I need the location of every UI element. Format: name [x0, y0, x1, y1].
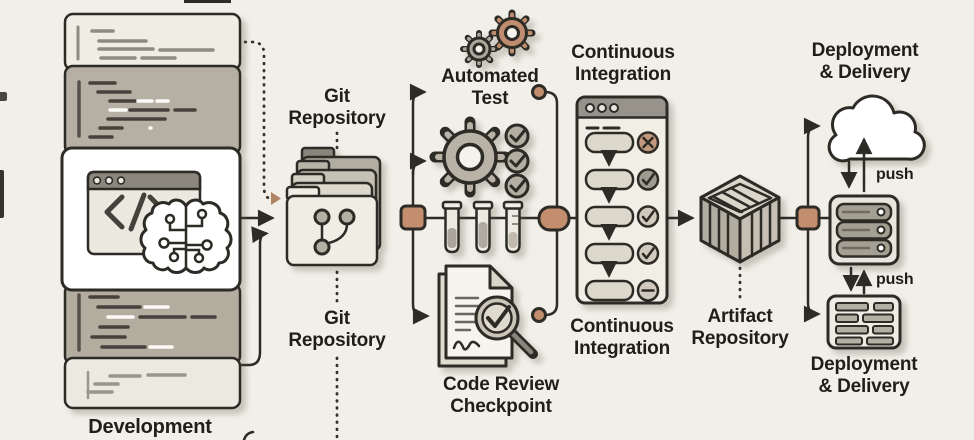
automated-test-label: Automated Test	[441, 66, 539, 109]
git-repository-bottom-label: Git Repository	[288, 308, 386, 351]
test-tube-2	[472, 200, 494, 254]
code-lines-card1	[76, 25, 215, 61]
deployment-delivery-top-label: Deployment & Delivery	[811, 40, 919, 83]
connector-node-square-1	[399, 204, 427, 231]
cloud-icon	[827, 94, 926, 163]
test-tube-icons	[441, 200, 524, 254]
push-cloud-label: push	[876, 166, 914, 183]
signature-squiggle	[452, 340, 481, 351]
dev-to-git-connectors	[236, 40, 281, 367]
automated-test-icons	[429, 116, 530, 199]
push-monitor-label: push	[876, 271, 914, 288]
gear-icon-gray-top	[460, 30, 498, 68]
check-circle-icons	[504, 123, 530, 199]
test-tube-1	[441, 200, 463, 254]
gear-icon-tan-top	[488, 9, 536, 57]
gear-icon-large	[429, 116, 511, 198]
connector-node-square-2	[795, 205, 821, 231]
development-stack	[60, 12, 242, 410]
git-branch-icon	[313, 208, 356, 256]
connector-node-dot-bottom	[531, 307, 547, 323]
code-review-checkpoint-label: Code Review Checkpoint	[442, 374, 560, 417]
pipeline-window-icon	[575, 95, 669, 305]
artifact-repository-label: Artifact Repository	[691, 306, 789, 349]
junction-branches-2	[531, 84, 579, 323]
code-lines-card5	[86, 370, 187, 400]
server-rack-icon	[828, 194, 900, 266]
git-folder-stack-icon	[285, 146, 382, 267]
status-passed-icon	[636, 168, 660, 191]
junction-branches-3	[777, 117, 831, 323]
connector-node-dot-top	[531, 84, 547, 100]
edge-fragments	[0, 0, 255, 440]
crate-icon	[699, 174, 781, 264]
ai-brain-icon	[139, 198, 233, 274]
monitor-push-arrows	[842, 266, 873, 295]
continuous-integration-bottom-label: Continuous Integration	[570, 316, 674, 359]
code-lines-card4	[77, 293, 217, 352]
gears-top	[460, 9, 536, 68]
junction-branches-1	[399, 83, 541, 325]
status-passed-icon	[636, 205, 660, 228]
code-review-icons	[437, 264, 538, 368]
connector-node-pill	[537, 205, 571, 232]
magnifier-check-icon	[474, 295, 538, 359]
dashboard-icon	[826, 294, 902, 350]
continuous-integration-top-label: Continuous Integration	[571, 42, 675, 85]
cloud-push-arrows	[840, 137, 873, 193]
development-label: Development	[88, 416, 212, 438]
deployment-delivery-bottom-label: Deployment & Delivery	[810, 354, 918, 397]
ci-status-icons	[636, 131, 660, 302]
test-tube-3	[502, 200, 524, 254]
git-repository-top-label: Git Repository	[288, 86, 386, 129]
status-passed-icon	[636, 242, 660, 265]
code-lines-card2	[77, 80, 197, 139]
